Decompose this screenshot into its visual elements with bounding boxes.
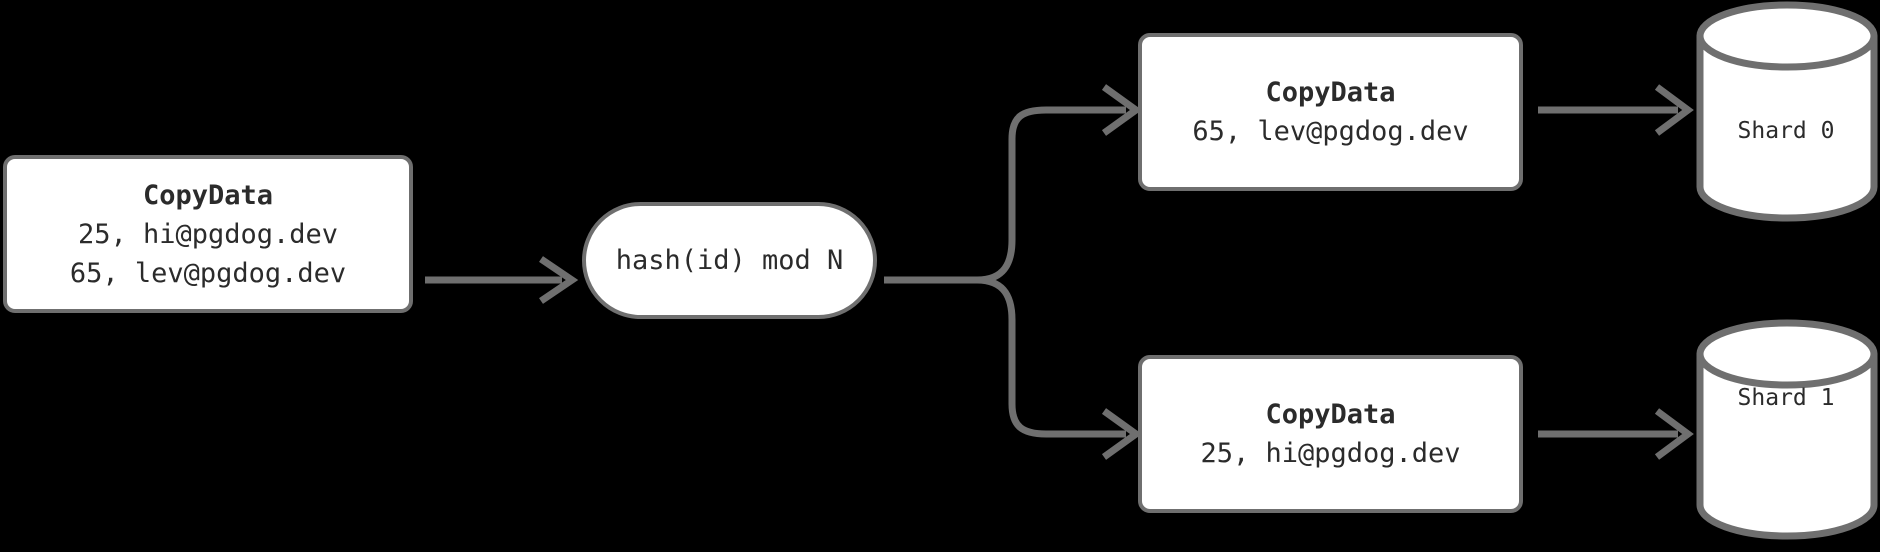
shard1-database-cylinder[interactable] <box>1696 319 1878 540</box>
shard1-database-label: Shard 1 <box>1737 385 1835 411</box>
node-shard1-row-0: 25, hi@pgdog.dev <box>1200 438 1461 469</box>
node-shard0-row-0: 65, lev@pgdog.dev <box>1192 116 1469 147</box>
node-shard1-title: CopyData <box>1265 399 1396 430</box>
node-source-title: CopyData <box>142 179 274 211</box>
edge-hash-to-shard1-payload <box>976 276 1142 460</box>
node-hash-label: hash(id) mod N <box>615 245 844 276</box>
node-hash-function[interactable]: hash(id) mod N <box>582 202 877 319</box>
node-shard0-title: CopyData <box>1265 77 1396 108</box>
edge-shard0-payload-to-db <box>1538 84 1694 136</box>
node-shard1-copydata[interactable]: CopyData 25, hi@pgdog.dev <box>1138 355 1523 513</box>
node-shard0-copydata[interactable]: CopyData 65, lev@pgdog.dev <box>1138 33 1523 191</box>
edge-shard1-payload-to-db <box>1538 408 1694 460</box>
edge-source-to-hash <box>425 256 579 304</box>
edge-hash-to-shard0-payload <box>976 84 1142 284</box>
shard0-database-cylinder[interactable] <box>1696 1 1878 222</box>
node-source-row-0: 25, hi@pgdog.dev <box>77 218 339 250</box>
shard0-database-label: Shard 0 <box>1737 118 1835 144</box>
node-source-row-1: 65, lev@pgdog.dev <box>69 257 347 289</box>
node-source-copydata[interactable]: CopyData 25, hi@pgdog.dev 65, lev@pgdog.… <box>3 155 413 313</box>
